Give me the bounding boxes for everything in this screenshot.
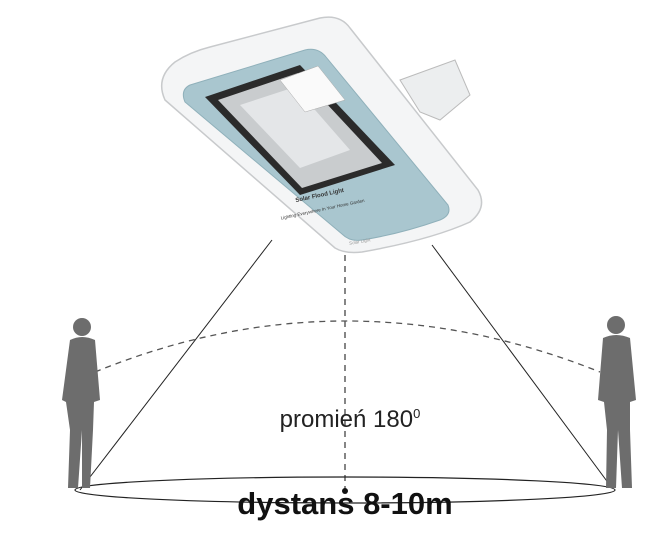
radius-text: promień 180 <box>279 406 414 433</box>
ground-ellipse <box>74 476 616 504</box>
center-point <box>342 488 348 494</box>
radius-arc <box>94 320 601 373</box>
led-array <box>279 65 346 113</box>
mounting-bracket <box>399 59 471 121</box>
radius-degree: 0 <box>413 406 421 421</box>
cone-right-line <box>431 244 613 489</box>
cone-left-line <box>79 239 273 491</box>
person-left-silhouette <box>62 318 100 488</box>
person-right-silhouette <box>598 316 636 488</box>
solar-flood-light: Solar Flood Light Lighting Everywhere In… <box>160 16 483 254</box>
lamp-bottom-label: Solar Light <box>349 237 372 246</box>
distance-label: dystans 8-10m <box>237 486 453 521</box>
radius-label: promień 1800 <box>200 406 500 434</box>
